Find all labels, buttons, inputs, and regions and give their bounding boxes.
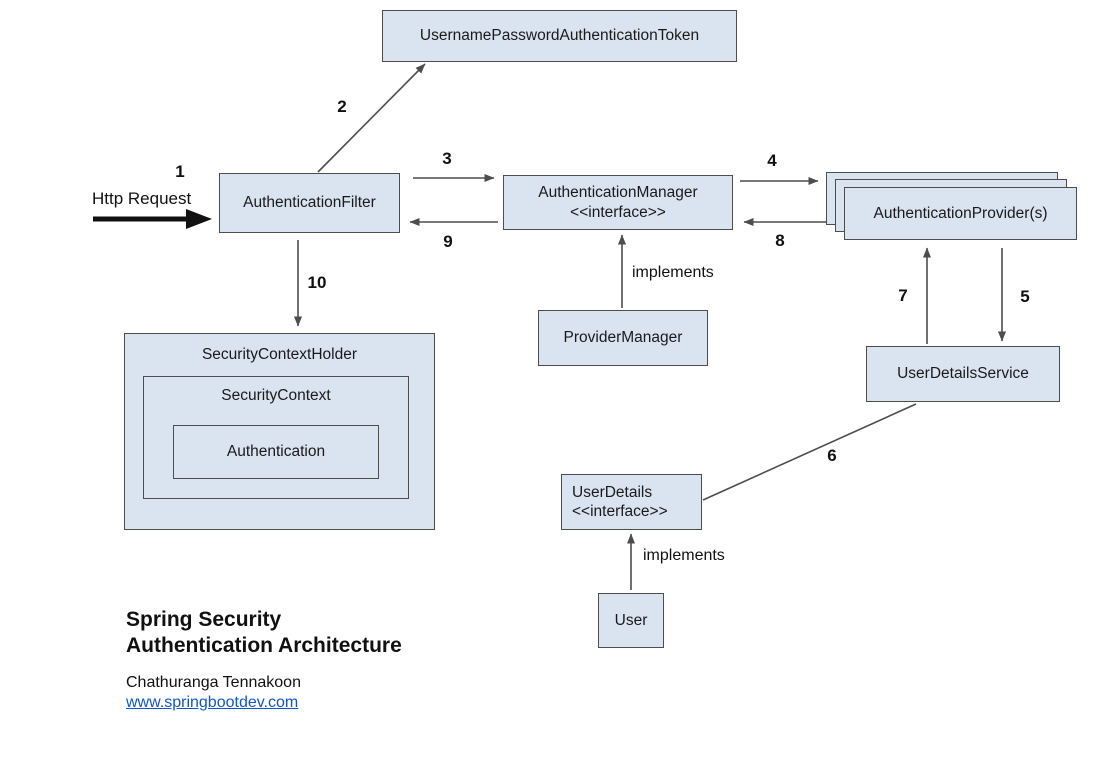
node-user-details: UserDetails <<interface>>	[561, 474, 702, 530]
node-label: Authentication	[226, 443, 326, 461]
node-username-password-authentication-token: UsernamePasswordAuthenticationToken	[382, 10, 737, 62]
node-user: User	[598, 593, 664, 648]
arrow-step-2	[317, 63, 426, 173]
node-provider-manager: ProviderManager	[538, 310, 708, 366]
node-stereotype: <<interface>>	[570, 203, 666, 221]
step-number-2: 2	[337, 97, 347, 116]
arrow-http-request-head	[186, 209, 212, 229]
node-user-details-service: UserDetailsService	[866, 346, 1060, 402]
node-label: AuthenticationProvider(s)	[873, 204, 1048, 222]
node-authentication: Authentication	[173, 425, 379, 479]
diagram-title-line2: Authentication Architecture	[126, 634, 402, 657]
node-authentication-providers: AuthenticationProvider(s)	[844, 187, 1077, 240]
line-step-6	[702, 403, 917, 501]
step-number-1: 1	[175, 162, 185, 181]
node-label: UserDetails	[572, 483, 653, 501]
node-label: UsernamePasswordAuthenticationToken	[419, 27, 700, 45]
step-number-3: 3	[442, 149, 452, 168]
step-number-5: 5	[1020, 287, 1030, 306]
node-security-context: SecurityContext Authentication	[143, 376, 409, 499]
http-request-label: Http Request	[92, 189, 192, 208]
implements-label-provider-manager: implements	[632, 264, 714, 281]
node-authentication-manager: AuthenticationManager <<interface>>	[503, 175, 733, 230]
footer-block: Spring Security Authentication Architect…	[126, 607, 402, 712]
step-number-7: 7	[898, 286, 908, 305]
node-label: ProviderManager	[563, 329, 683, 347]
step-number-8: 8	[775, 231, 785, 250]
website-link[interactable]: www.springbootdev.com	[126, 694, 299, 711]
node-label: SecurityContext	[221, 387, 331, 404]
node-label: UserDetailsService	[897, 365, 1029, 383]
node-stereotype: <<interface>>	[572, 503, 668, 520]
author-name: Chathuranga Tennakoon	[126, 674, 301, 691]
implements-label-user: implements	[643, 547, 725, 564]
node-label: AuthenticationFilter	[243, 194, 376, 212]
step-number-4: 4	[767, 151, 777, 170]
node-label: SecurityContextHolder	[201, 346, 358, 363]
step-number-10: 10	[307, 273, 327, 292]
diagram-title-line1: Spring Security	[126, 608, 282, 631]
node-label: User	[614, 611, 648, 629]
node-authentication-filter: AuthenticationFilter	[219, 173, 400, 233]
step-number-9: 9	[443, 232, 453, 251]
step-number-6: 6	[827, 446, 837, 465]
node-security-context-holder: SecurityContextHolder SecurityContext Au…	[124, 333, 435, 530]
node-label: AuthenticationManager	[538, 184, 698, 202]
